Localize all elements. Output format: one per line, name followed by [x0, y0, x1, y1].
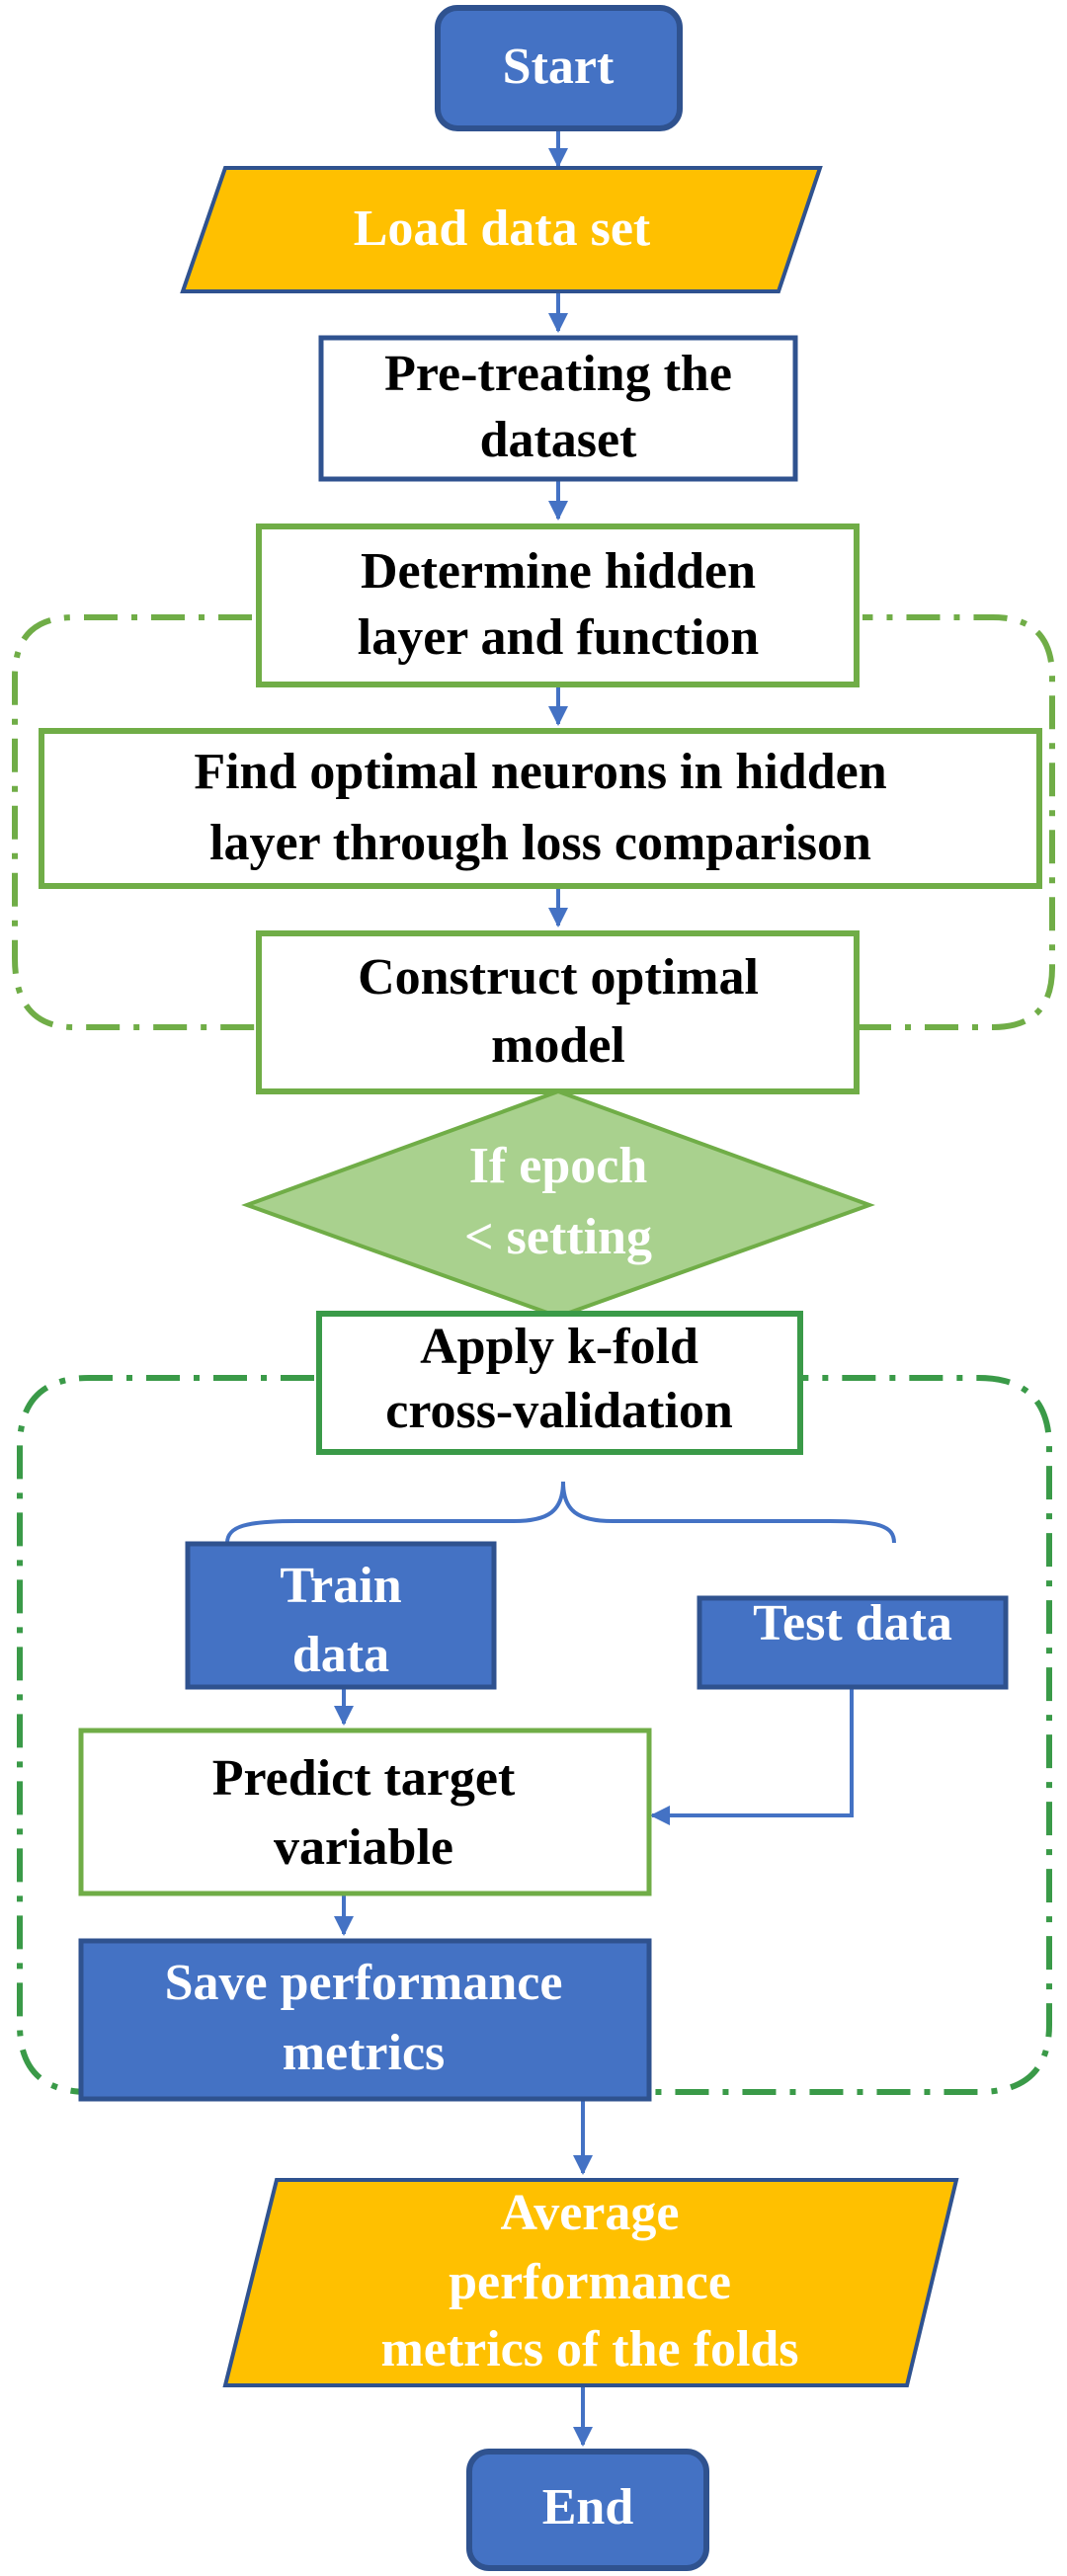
- determine-label-line1: Determine hidden: [361, 543, 756, 600]
- start-label: Start: [503, 39, 615, 95]
- find-label-line2: layer through loss comparison: [209, 815, 871, 871]
- pretreat-label-line2: dataset: [480, 412, 638, 468]
- decision-label-line1: If epoch: [469, 1138, 648, 1194]
- save-metrics-box: Save performance metrics: [78, 1938, 652, 2102]
- determine-hidden-layer-process: Determine hidden layer and function: [256, 523, 860, 687]
- find-label-line1: Find optimal neurons in hidden: [194, 744, 886, 800]
- average-label-line2: performance: [449, 2254, 731, 2310]
- end-terminal: End: [466, 2449, 709, 2571]
- predict-label-line1: Predict target: [212, 1750, 516, 1807]
- pretreat-process: Pre-treating the dataset: [318, 335, 798, 482]
- optimization-group-frame: [12, 614, 1055, 1030]
- split-brace: [225, 1481, 896, 1544]
- end-label: End: [542, 2479, 634, 2536]
- construct-label-line2: model: [491, 1017, 625, 1074]
- epoch-decision: If epoch < setting: [241, 1088, 875, 1320]
- load-dataset-io: Load data set: [180, 166, 823, 293]
- decision-label-line2: < setting: [464, 1209, 652, 1265]
- load-dataset-label: Load data set: [354, 201, 651, 257]
- find-optimal-neurons-process: Find optimal neurons in hidden layer thr…: [39, 728, 1042, 889]
- average-label-line1: Average: [501, 2185, 680, 2241]
- average-metrics-io: Average performance metrics of the folds: [222, 2178, 959, 2387]
- train-label-line2: data: [292, 1627, 389, 1683]
- predict-label-line2: variable: [274, 1819, 453, 1876]
- save-label-line1: Save performance: [165, 1955, 563, 2011]
- train-data-box: Train data: [185, 1541, 497, 1690]
- predict-process: Predict target variable: [78, 1728, 652, 1896]
- save-label-line2: metrics: [283, 2025, 446, 2081]
- arrow-test-predict: [650, 1687, 854, 1825]
- average-label-line3: metrics of the folds: [380, 2321, 798, 2377]
- train-label-line1: Train: [280, 1558, 401, 1614]
- pretreat-label-line1: Pre-treating the: [384, 346, 732, 402]
- start-terminal: Start: [435, 5, 683, 131]
- kfold-label-line2: cross-validation: [385, 1383, 733, 1439]
- determine-label-line2: layer and function: [358, 609, 760, 666]
- construct-label-line1: Construct optimal: [358, 949, 759, 1006]
- kfold-label-line1: Apply k-fold: [420, 1319, 698, 1375]
- cross-validation-group-frame: [17, 1375, 1052, 2095]
- kfold-process: Apply k-fold cross-validation: [316, 1311, 803, 1455]
- construct-model-process: Construct optimal model: [256, 930, 860, 1094]
- connectors: [225, 128, 896, 2447]
- test-data-box: Test data: [697, 1595, 1009, 1690]
- test-label: Test data: [753, 1595, 952, 1651]
